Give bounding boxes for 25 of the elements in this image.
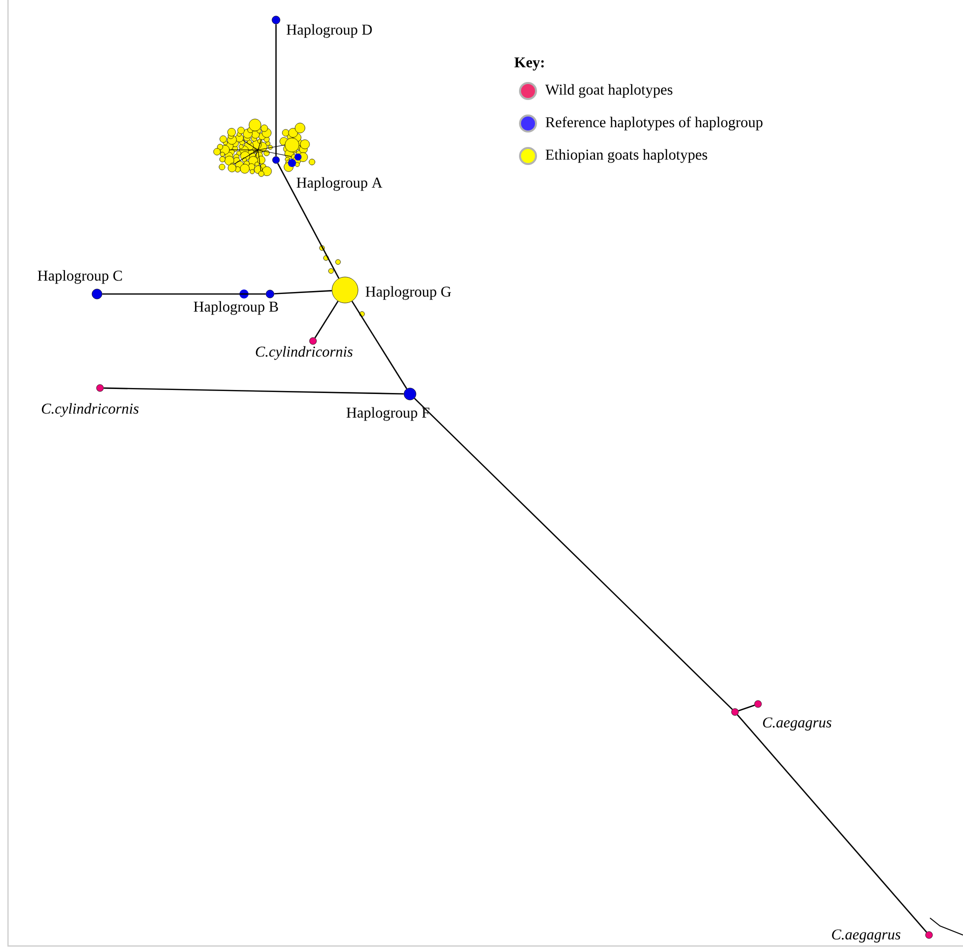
branch-line xyxy=(104,387,404,395)
branch-line xyxy=(277,162,340,279)
branch-line xyxy=(414,398,733,710)
haplogroup-label: Haplogroup B xyxy=(194,301,278,315)
branch-line xyxy=(314,300,339,338)
haplogroup-label: C.aegagrus xyxy=(832,929,900,943)
key-heading: Key: xyxy=(514,57,544,71)
legend-label: Wild goat haplotypes xyxy=(545,84,672,98)
branch-line xyxy=(738,704,755,712)
haplotype-circle xyxy=(731,708,739,716)
haplogroup-label: Haplogroup C xyxy=(38,270,122,284)
haplogroup-label: Haplogroup F xyxy=(346,407,430,421)
haplogroup-label: Haplogroup D xyxy=(286,24,372,38)
haplogroup-label: Haplogroup G xyxy=(366,286,451,300)
haplogroup-label: C.cylindricornis xyxy=(256,346,353,360)
haplogroup-label: C.aegagrus xyxy=(763,717,832,731)
branch-line xyxy=(736,714,928,933)
branch-line xyxy=(102,293,266,295)
branch-line xyxy=(274,290,332,294)
legend-label: Reference haplotypes of haplogroup xyxy=(546,116,762,130)
branch-line xyxy=(351,300,408,390)
haplogroup-label: C.cylindricornis xyxy=(42,403,139,417)
legend-label: Ethiopian goats haplotypes xyxy=(546,149,708,163)
branch-line xyxy=(275,24,277,156)
haplogroup-label: Haplogroup A xyxy=(296,177,382,191)
